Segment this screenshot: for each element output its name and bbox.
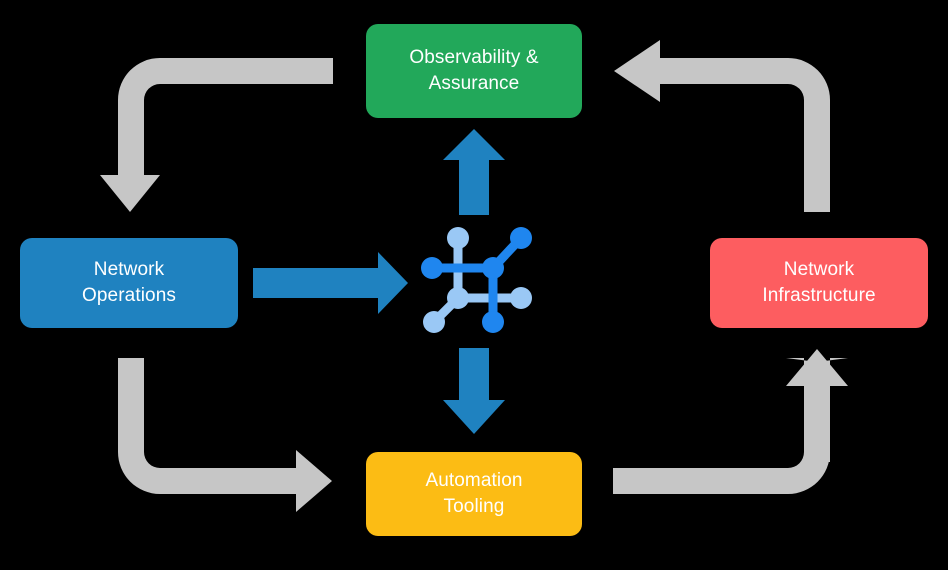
- icon-node-left: [421, 257, 443, 279]
- box-network-infrastructure[interactable]: Network Infrastructure: [710, 238, 928, 328]
- blue-arrow-center-to-observability: [443, 129, 505, 215]
- box-operations-label: Network Operations: [82, 259, 176, 306]
- gray-arrowhead-up: [786, 349, 848, 400]
- icon-node-top-right: [510, 227, 532, 249]
- network-topology-icon: [421, 227, 532, 333]
- icon-node-bottom: [482, 311, 504, 333]
- box-observability-assurance[interactable]: Observability & Assurance: [366, 24, 582, 118]
- icon-node-hub: [482, 257, 504, 279]
- box-automation-label: Automation Tooling: [425, 470, 523, 517]
- gray-shaft-bottom-right: [804, 392, 830, 462]
- gray-arrow-infrastructure-to-observability: [614, 40, 830, 212]
- blue-arrow-operations-to-center: [253, 252, 408, 314]
- icon-node-center-low: [447, 287, 469, 309]
- blue-arrow-center-to-automation: [443, 348, 505, 434]
- gray-arrow-automation-to-infrastructure: [613, 358, 848, 494]
- box-automation-tooling[interactable]: Automation Tooling: [366, 452, 582, 536]
- icon-node-top-left: [447, 227, 469, 249]
- gray-arrow-operations-to-automation: [118, 358, 332, 512]
- icon-node-right-low: [510, 287, 532, 309]
- box-observability-label: Observability & Assurance: [409, 47, 539, 94]
- box-infrastructure-label: Network Infrastructure: [762, 259, 876, 306]
- icon-nodes: [421, 227, 532, 333]
- gray-arrow-observability-to-operations: [100, 58, 333, 212]
- box-network-operations[interactable]: Network Operations: [20, 238, 238, 328]
- icon-node-bottom-left: [423, 311, 445, 333]
